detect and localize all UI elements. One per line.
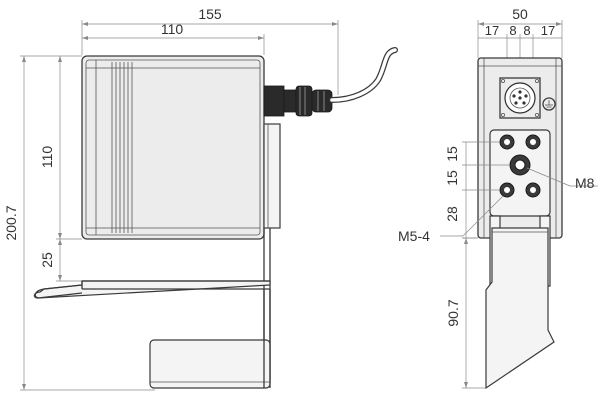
dim-front-width: 50 bbox=[477, 6, 563, 58]
ground-screw-icon bbox=[542, 97, 556, 111]
label-15-lower: 15 bbox=[444, 170, 460, 186]
callout-m8: M8 bbox=[526, 167, 598, 191]
label-8-right: 8 bbox=[523, 23, 530, 38]
bracket-arm-side bbox=[33, 280, 271, 299]
front-view: 50 17 8 8 17 bbox=[398, 6, 598, 390]
sensor-body-side bbox=[81, 55, 265, 240]
label-50: 50 bbox=[512, 6, 528, 22]
side-view: 155 110 200.7 110 bbox=[3, 6, 398, 391]
cable-side bbox=[329, 47, 398, 103]
dim-front-segments: 17 8 8 17 bbox=[478, 23, 562, 58]
label-28: 28 bbox=[444, 206, 460, 222]
mount-plate-front bbox=[489, 129, 551, 217]
label-25: 25 bbox=[39, 252, 55, 268]
callout-m5-4: M5-4 bbox=[398, 195, 504, 244]
lower-bracket-front bbox=[485, 215, 555, 390]
dim-side-body-width: 110 bbox=[82, 21, 265, 55]
dim-side-body-height: 110 bbox=[39, 56, 82, 240]
label-m8: M8 bbox=[575, 175, 595, 191]
dim-front-lower-height: 90.7 bbox=[445, 237, 486, 389]
label-8-left: 8 bbox=[509, 23, 516, 38]
dim-side-overall-height: 200.7 bbox=[3, 55, 155, 391]
dim-side-bracket-offset: 25 bbox=[39, 239, 90, 282]
connector-side bbox=[263, 85, 333, 117]
connector-front bbox=[499, 77, 541, 119]
label-17-left: 17 bbox=[485, 23, 499, 38]
label-200-7: 200.7 bbox=[3, 205, 19, 240]
dim-front-spacing: 15 15 28 bbox=[444, 141, 510, 239]
label-17-right: 17 bbox=[541, 23, 555, 38]
label-110-height: 110 bbox=[39, 146, 55, 169]
foot-plate-side bbox=[149, 289, 271, 389]
label-15-upper: 15 bbox=[444, 146, 460, 162]
label-90-7: 90.7 bbox=[445, 299, 461, 326]
label-155: 155 bbox=[198, 6, 222, 22]
label-m5-4: M5-4 bbox=[398, 228, 430, 244]
label-110-width: 110 bbox=[161, 21, 184, 37]
dim-side-overall-width: 155 bbox=[81, 6, 339, 95]
